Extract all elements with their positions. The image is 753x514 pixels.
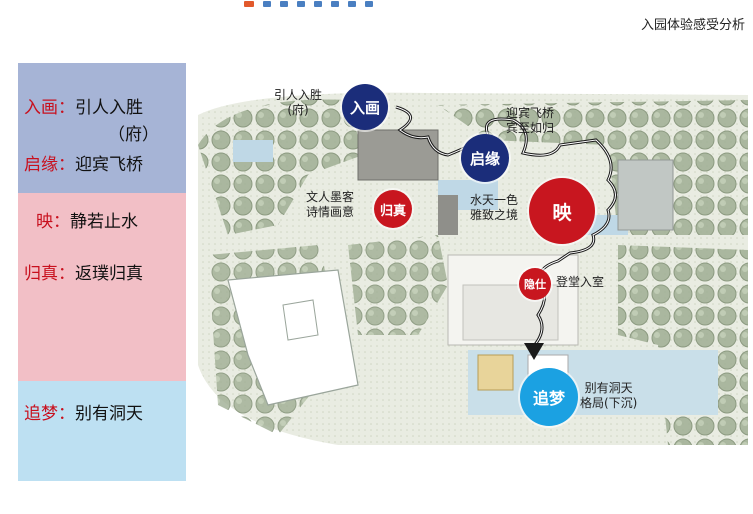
annotation-yinshi: 登堂入室: [556, 275, 605, 289]
annotation-ying: 水天一色 雅致之境: [470, 193, 519, 222]
toolbar-icon[interactable]: [348, 1, 356, 7]
toolbar-icon[interactable]: [280, 1, 288, 7]
tree-mass: [348, 235, 448, 335]
building-outline: [227, 269, 359, 406]
toolbar-icon[interactable]: [365, 1, 373, 7]
node-qiyuan[interactable]: 启缘: [461, 134, 509, 182]
node-guizhen[interactable]: 归真: [374, 190, 412, 228]
annotation-ruhua: 引人入胜 (府): [274, 88, 323, 117]
legend-item-qiyuan: 启缘：迎宾飞桥: [24, 155, 143, 175]
legend-panel-middle: 映：静若止水 归真：返璞归真: [18, 193, 186, 381]
legend-panel-end: 追梦：别有洞天: [18, 381, 186, 481]
annotation-guizhen: 文人墨客 诗情画意: [306, 190, 355, 219]
toolbar-icon[interactable]: [314, 1, 322, 7]
pavilion: [477, 354, 514, 391]
app-logo-icon[interactable]: [244, 1, 254, 7]
site-plan: [198, 92, 748, 445]
side-building: [617, 159, 674, 231]
toolbar-icon[interactable]: [297, 1, 305, 7]
legend-panel-entry: 入画：引人入胜 （府） 启缘：迎宾飞桥: [18, 63, 186, 193]
node-ruhua[interactable]: 入画: [342, 84, 388, 130]
legend-item-ying: 映：静若止水: [36, 212, 138, 232]
node-yinshi[interactable]: 隐仕: [519, 268, 551, 300]
node-ying[interactable]: 映: [529, 178, 595, 244]
legend-item-ruhua: 入画：引人入胜: [24, 98, 143, 118]
page-title: 入园体验感受分析: [640, 18, 745, 33]
legend-item-zhuimeng: 追梦：别有洞天: [24, 404, 143, 424]
tree-mass: [198, 99, 363, 235]
route-arrow-icon: [524, 343, 544, 360]
legend-item-guizhen: 归真：返璞归真: [24, 264, 143, 284]
annotation-zhuimeng: 别有洞天 格局(下沉): [580, 381, 638, 410]
toolbar-icon[interactable]: [263, 1, 271, 7]
toolbar-icon[interactable]: [331, 1, 339, 7]
building-detail: [282, 299, 319, 341]
bridge-structure: [438, 195, 458, 235]
top-toolbar: [244, 0, 394, 8]
annotation-qiyuan: 迎宾飞桥 宾至如归: [506, 106, 555, 135]
pool: [233, 140, 273, 162]
legend-item-ruhua-cont: （府）: [108, 125, 159, 145]
node-zhuimeng[interactable]: 追梦: [520, 368, 578, 426]
